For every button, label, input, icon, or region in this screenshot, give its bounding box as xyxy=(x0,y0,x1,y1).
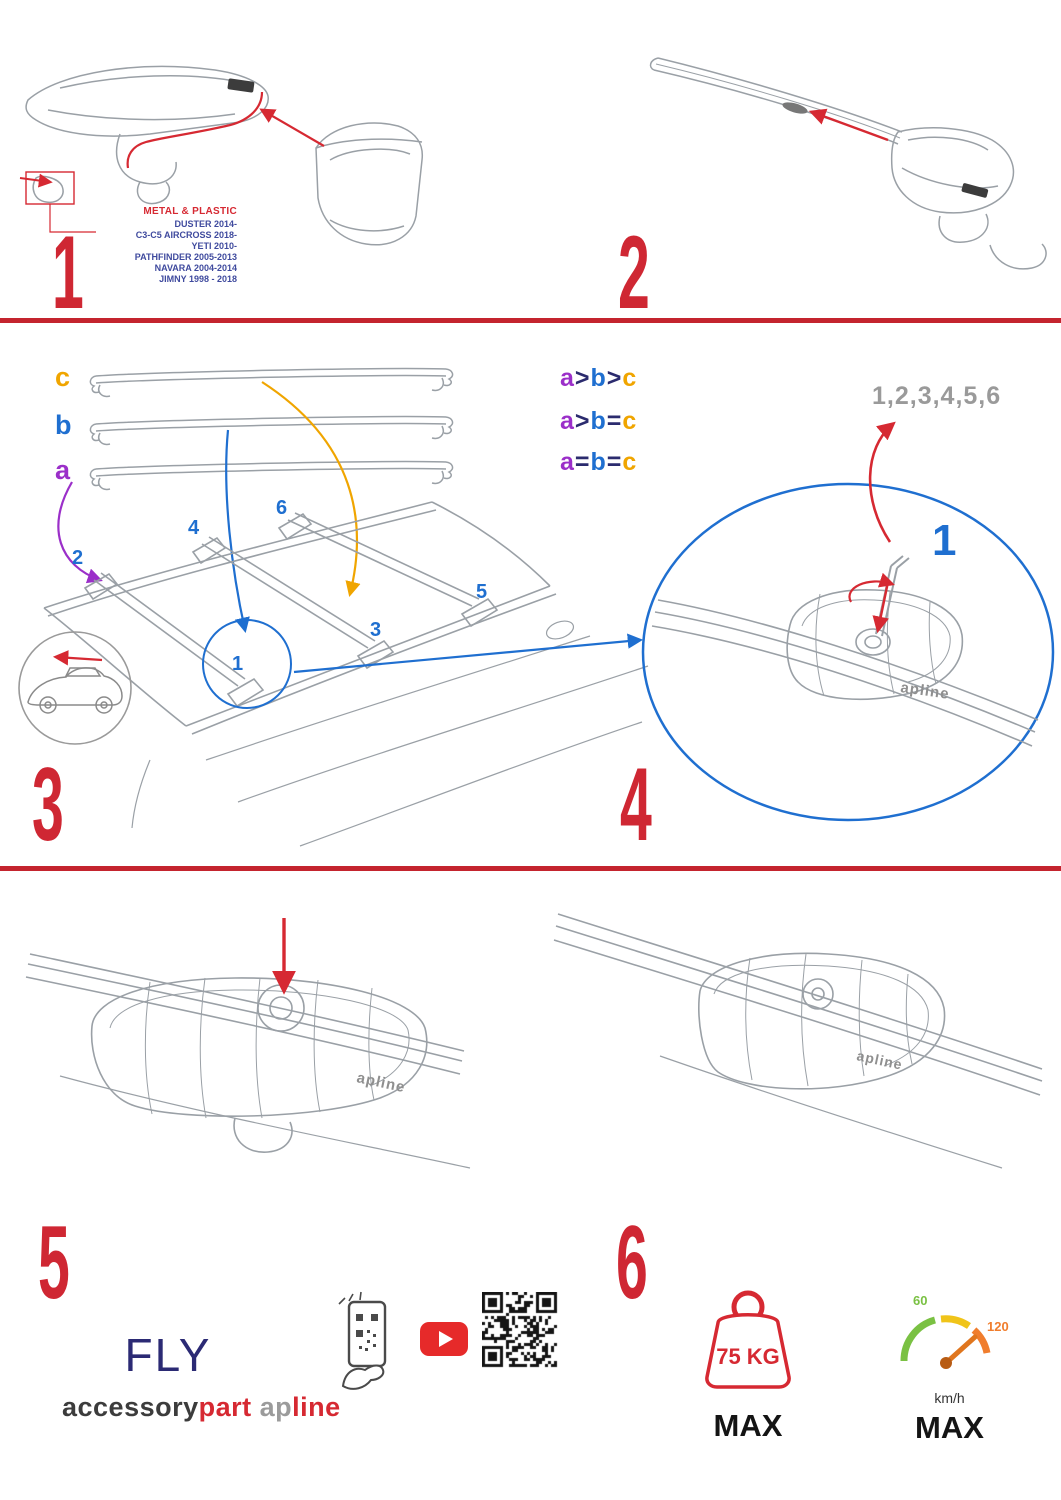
step2-illustration xyxy=(649,57,1047,270)
bar-a-drawing xyxy=(89,460,454,491)
weight-max-label: MAX xyxy=(713,1408,783,1443)
apline-brand-on-foot: apline xyxy=(355,1069,407,1096)
step-number-4: 4 xyxy=(620,747,652,863)
step5-illustration: apline xyxy=(25,918,471,1169)
arrow-b-to-position xyxy=(225,429,250,634)
crossbar-lengths-diagram: c b a xyxy=(18,362,1055,847)
step6-illustration: apline xyxy=(553,913,1043,1169)
roof-top-view xyxy=(43,501,649,847)
model-item: NAVARA 2004-2014 xyxy=(154,263,237,273)
weight-value: 75 KG xyxy=(716,1344,780,1369)
car-direction-inset xyxy=(18,631,132,745)
model-item: PATHFINDER 2005-2013 xyxy=(134,252,237,262)
bar-label-c: c xyxy=(55,362,70,392)
step-number-6: 6 xyxy=(616,1205,648,1321)
step-number-3: 3 xyxy=(32,747,64,863)
speed-unit-label: km/h xyxy=(934,1390,965,1406)
brand-wordmark: accessorypart apline xyxy=(62,1392,341,1423)
apline-logo-plate xyxy=(961,183,989,198)
roof-position-5: 5 xyxy=(476,581,487,603)
bar-b-drawing xyxy=(89,415,454,446)
model-item: YETI 2010- xyxy=(191,241,237,251)
detail-circle: apline xyxy=(641,482,1055,822)
model-item: DUSTER 2014- xyxy=(174,219,237,229)
apline-logo-plate xyxy=(227,78,255,93)
arrow-a-to-position xyxy=(57,481,103,584)
brand-fly: FLY xyxy=(124,1329,212,1381)
brand-part: part xyxy=(198,1392,252,1422)
arrow-to-detail xyxy=(293,633,644,674)
bar-slot xyxy=(782,102,808,114)
speed-max-label: MAX xyxy=(915,1410,984,1445)
step-number-1: 1 xyxy=(52,215,84,331)
apline-brand-on-foot: apline xyxy=(899,679,950,703)
section-divider-1 xyxy=(0,318,1061,323)
position-1-highlight-circle xyxy=(202,619,292,709)
speed-120-label: 120 xyxy=(987,1319,1009,1334)
brand-line: line xyxy=(292,1392,341,1422)
step-number-2: 2 xyxy=(618,215,650,331)
roof-position-1: 1 xyxy=(232,653,243,675)
roof-position-4: 4 xyxy=(188,517,200,539)
model-item: JIMNY 1998 - 2018 xyxy=(159,274,237,284)
roof-position-2: 2 xyxy=(72,547,83,569)
speed-60-label: 60 xyxy=(913,1293,927,1308)
formula-2: a>b=c xyxy=(560,407,638,435)
bar-label-b: b xyxy=(55,410,72,440)
bar-label-a: a xyxy=(55,455,71,485)
brand-ap: ap xyxy=(259,1392,293,1422)
formula-3: a=b=c xyxy=(560,448,638,476)
section-divider-2 xyxy=(0,866,1061,871)
step-number-5: 5 xyxy=(38,1205,70,1321)
step1-materials: METAL & PLASTIC DUSTER 2014- C3-C5 AIRCR… xyxy=(97,206,237,285)
phone-scan-icon xyxy=(338,1291,387,1390)
step1-illustration xyxy=(19,65,424,246)
formula-1: a>b>c xyxy=(560,364,638,392)
roof-position-6: 6 xyxy=(276,497,287,519)
weight-icon: 75 KG xyxy=(705,1290,791,1389)
qr-code xyxy=(482,1292,558,1368)
speedometer-icon: 60 120 xyxy=(900,1293,1009,1369)
roof-position-3: 3 xyxy=(370,619,381,641)
model-item: C3-C5 AIRCROSS 2018- xyxy=(135,230,237,240)
arrow-sequence xyxy=(868,421,896,543)
foot-detail-illustrations: apline apline xyxy=(25,913,1043,1169)
bar-c-drawing xyxy=(89,367,454,398)
arrow-c-to-position xyxy=(261,381,361,597)
highlight-number-1: 1 xyxy=(932,516,957,565)
brand-accessory: accessory xyxy=(62,1392,199,1422)
youtube-play-icon xyxy=(420,1322,468,1356)
material-title: METAL & PLASTIC xyxy=(143,206,237,217)
sequence-text: 1,2,3,4,5,6 xyxy=(872,382,1002,410)
